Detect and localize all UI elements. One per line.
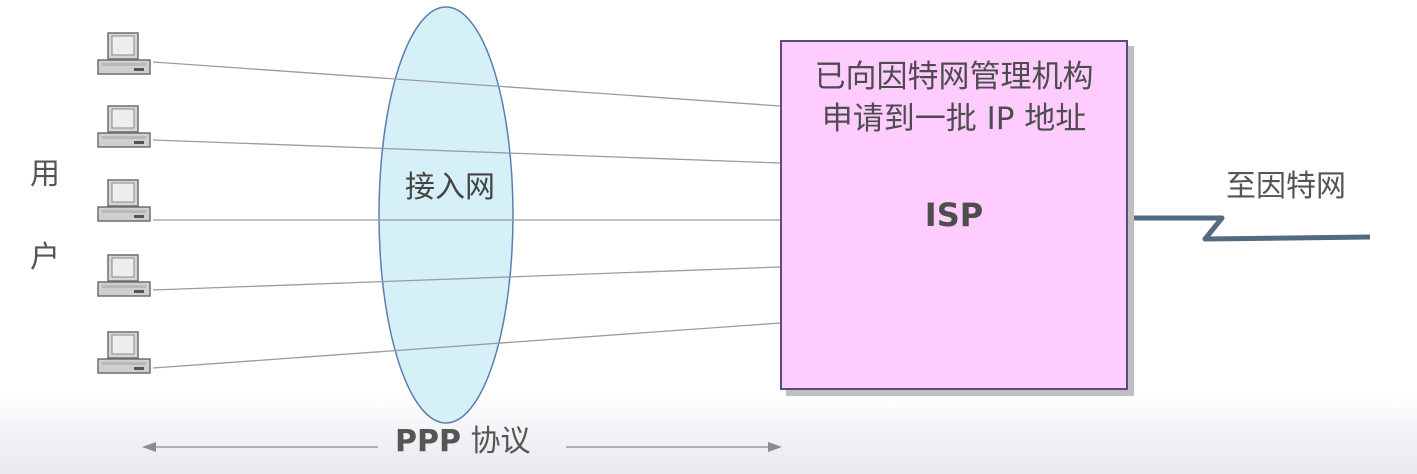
ppp-arrow-right-head [768, 442, 782, 452]
access-network-label: 接入网 [405, 170, 495, 205]
internet-uplink [1130, 215, 1371, 242]
ppp-name: PPP [395, 424, 461, 459]
access-network-ellipse [378, 6, 514, 424]
link-line [152, 61, 781, 107]
computer-icon [97, 105, 151, 148]
internet-label: 至因特网 [1226, 169, 1346, 204]
link-line [152, 322, 781, 369]
users-label-char-2: 户 [30, 240, 60, 275]
ppp-suffix: 协议 [470, 424, 531, 459]
ppp-arrow-left-head [142, 442, 156, 452]
isp-label: ISP [924, 196, 984, 234]
ppp-protocol-label: PPP 协议 [395, 427, 531, 457]
computer-icon [97, 179, 151, 222]
link-line [152, 266, 781, 291]
computer-icon [97, 32, 151, 75]
isp-description-line-2: 申请到一批 IP 地址 [821, 101, 1087, 137]
users-label-char-1: 用 [30, 157, 60, 192]
computer-icon [97, 254, 151, 297]
isp-description-line-1: 已向因特网管理机构 [814, 59, 1094, 95]
computer-icon [97, 331, 151, 374]
link-line [152, 139, 781, 164]
isp-box: 已向因特网管理机构 申请到一批 IP 地址 ISP [780, 40, 1128, 390]
